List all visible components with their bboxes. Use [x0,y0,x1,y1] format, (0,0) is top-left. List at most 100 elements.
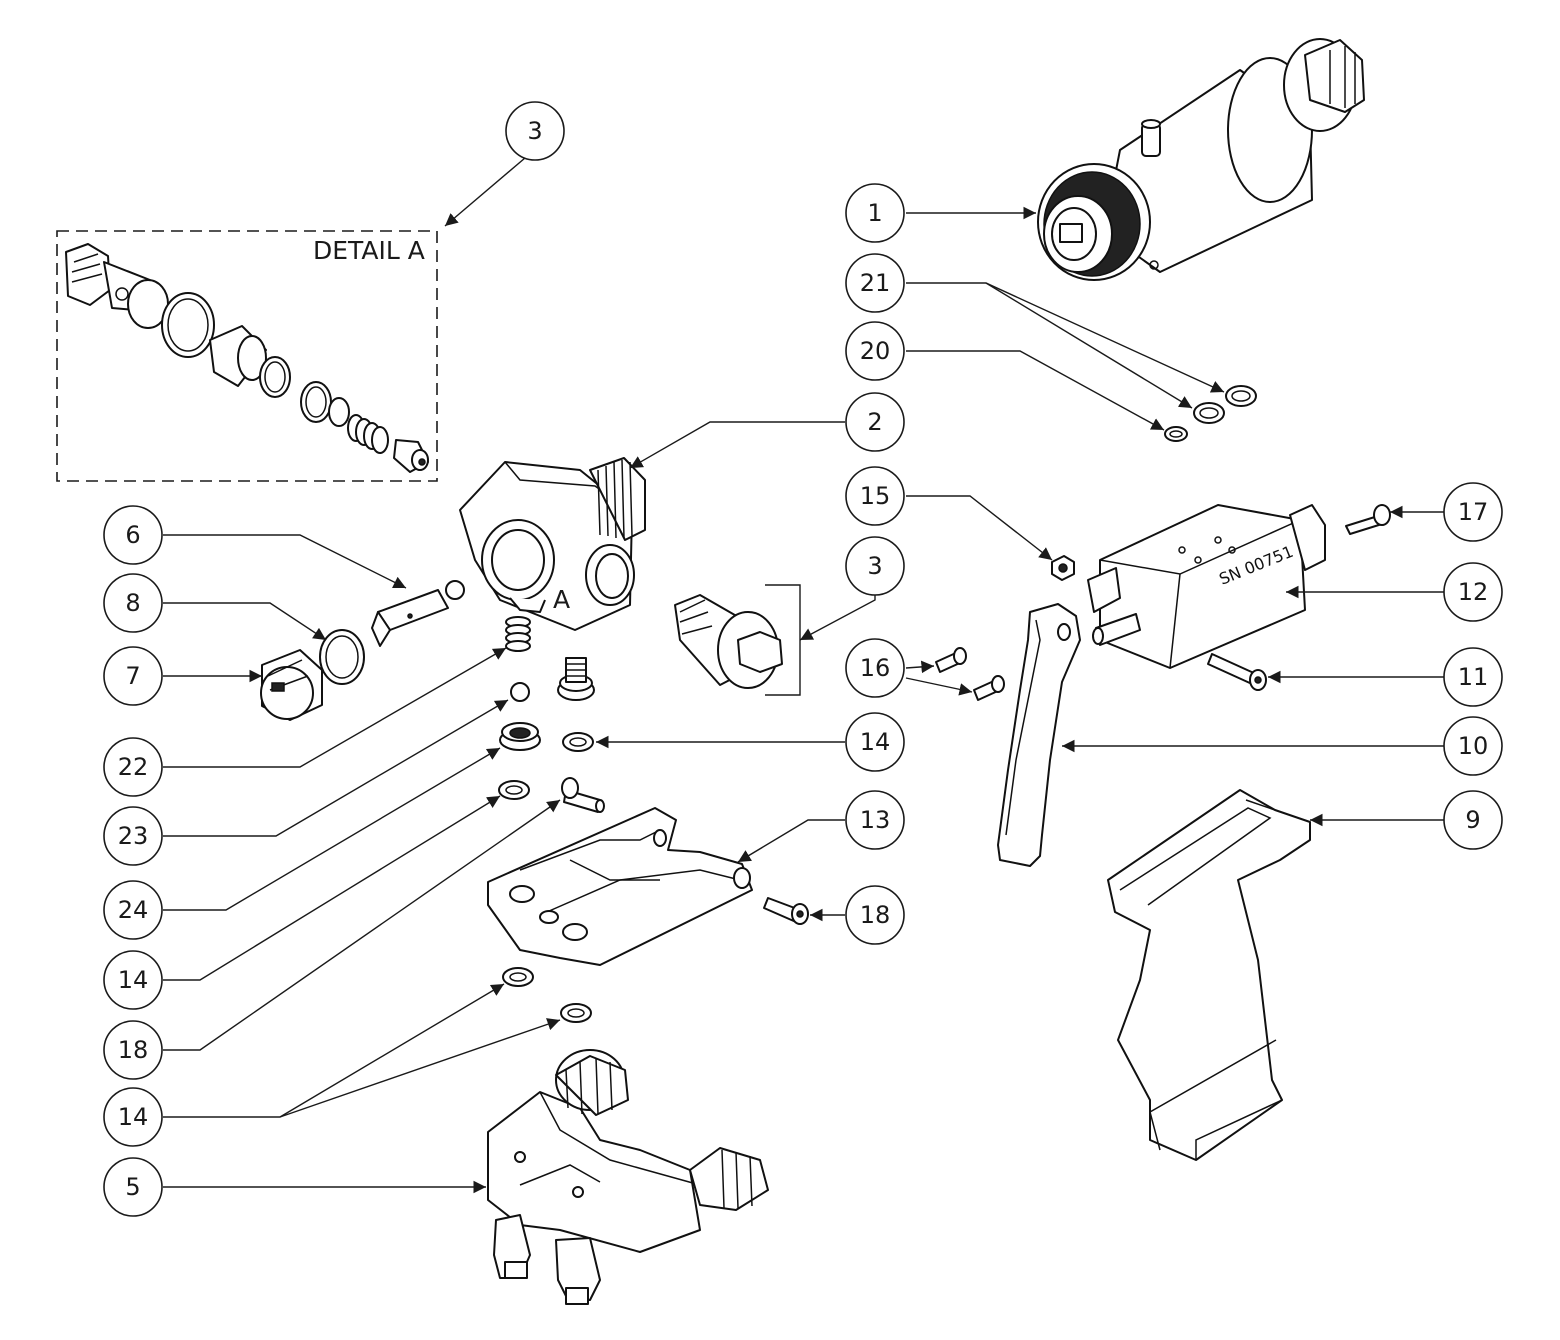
balloon-22: 22 [103,737,163,797]
leader-23 [163,699,509,837]
part-12-trigger-block: SN 00751 [1087,504,1326,669]
balloon-label: 17 [1458,498,1489,526]
balloon-15: 15 [845,466,905,526]
detail-a-needle-tip [393,439,429,473]
part-20-oring [1164,426,1188,442]
leaders [163,157,1444,1194]
balloon-1: 1 [845,183,905,243]
balloon-label: 2 [867,408,882,436]
balloon-label: 22 [118,753,149,781]
part-5-manifold [487,1049,769,1305]
balloon-9: 9 [1443,790,1503,850]
part-15-nut [1051,555,1075,581]
detail-a-sleeve [209,325,267,387]
leader-21-b [985,282,1193,409]
leader-8 [163,602,327,641]
balloon-14-left: 14 [103,950,163,1010]
balloon-label: 14 [860,728,891,756]
leader-14-left [163,795,501,981]
leader-22 [163,647,507,768]
balloon-14-right: 14 [845,712,905,772]
balloon-7: 7 [103,646,163,706]
balloon-3-mid: 3 [845,536,905,596]
part-14-washer-low-a [502,967,534,987]
part-17-screw [1345,504,1391,535]
balloon-6: 6 [103,505,163,565]
balloon-label: 13 [860,806,891,834]
balloon-label: 3 [867,552,882,580]
balloon-label: 11 [1458,663,1489,691]
balloon-23: 23 [103,806,163,866]
balloon-17: 17 [1443,482,1503,542]
balloon-3-top: 3 [505,101,565,161]
part-16-screws [935,647,1005,701]
balloon-label: 18 [860,901,891,929]
balloon-label: 24 [118,896,149,924]
part-22-spring [505,616,531,652]
balloon-label: 20 [860,337,891,365]
balloon-16: 16 [845,638,905,698]
part-23-ball [510,682,530,702]
balloons: 3 1 21 20 2 15 17 3 12 16 11 14 10 9 13 … [103,101,1503,1217]
part-9-handle [1107,789,1311,1161]
detail-a-label: DETAIL A [313,236,425,265]
leader-16-b [905,677,973,696]
leader-18-left [163,799,561,1051]
part-18-screw-left [561,777,605,813]
part-24-seat [499,722,541,751]
balloon-18-left: 18 [103,1020,163,1080]
balloon-8: 8 [103,573,163,633]
balloon-label: 7 [125,662,140,690]
balloon-label: 3 [527,117,542,145]
leader-14-bottom-a [163,983,505,1118]
part-3-valve-cartridge [674,594,783,689]
balloon-18-right: 18 [845,885,905,945]
part-2-gun-body: A [459,457,646,631]
part-21-oring-a [1225,385,1257,407]
part-13-plate [487,807,753,966]
balloon-label: 16 [860,654,891,682]
detail-a-oring-small-2 [328,397,350,427]
part-7-cap [260,649,323,721]
balloon-label: 10 [1458,732,1489,760]
balloon-label: 14 [118,966,149,994]
balloon-11: 11 [1443,647,1503,707]
balloon-10: 10 [1443,716,1503,776]
balloon-label: 14 [118,1103,149,1131]
balloon-label: 21 [860,269,891,297]
leader-6 [163,534,407,589]
detail-a-group: DETAIL A [56,230,438,482]
balloon-label: 5 [125,1173,140,1201]
leader-24 [163,747,501,911]
balloon-label: 9 [1465,806,1480,834]
leader-16-a [905,660,935,674]
balloon-14-bottom: 14 [103,1087,163,1147]
part-21-oring-b [1193,402,1225,424]
leader-15 [906,495,1053,561]
balloon-21: 21 [845,253,905,313]
balloon-label: 8 [125,589,140,617]
part-14-washer-low-b [560,1003,592,1023]
balloon-label: 1 [867,199,882,227]
detail-a-spring [347,414,389,454]
balloon-13: 13 [845,790,905,850]
part-10-trigger [997,603,1081,867]
leader-14-bottom-b [279,1018,561,1118]
balloon-label: 18 [118,1036,149,1064]
detail-a-cartridge [65,243,169,329]
part-14-washer-right [562,732,594,752]
balloon-label: 12 [1458,578,1489,606]
gun-body-mark: A [553,585,570,614]
part-11-screw [1207,653,1267,691]
balloon-2: 2 [845,392,905,452]
leader-20 [906,350,1165,431]
leader-3-mid [799,595,876,641]
part-check-valve-screw [557,657,595,701]
part-1-housing [1037,38,1365,281]
part-14-washer-left [498,780,530,800]
part-18-screw-right [763,897,809,925]
detail-a-oring-large [161,292,215,358]
detail-a-frame [56,230,438,482]
balloon-label: 23 [118,822,149,850]
